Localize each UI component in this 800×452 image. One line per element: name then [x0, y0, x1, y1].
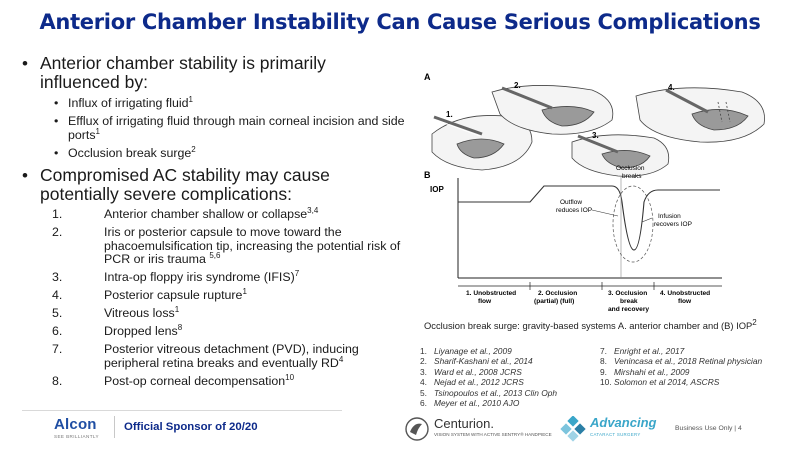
alcon-wordmark: Alcon [54, 416, 97, 433]
step-label: 3. [592, 131, 599, 140]
footer-divider [22, 410, 342, 411]
phase-2-label: 2. Occlusion [538, 290, 577, 297]
annotation-occlusion-breaks: Occlusion [616, 165, 645, 172]
eye-drawing-3 [571, 134, 670, 177]
step-label: 2. [514, 81, 521, 90]
centurion-icon [405, 417, 429, 441]
phase-2-label: (partial) (full) [534, 298, 574, 305]
reference-item: 10.Solomon et al 2014, ASCRS [600, 377, 720, 388]
references-right: 7.Enright et al., 2017 8.Venincasa et al… [600, 346, 762, 388]
reference-item: 6.Meyer et al., 2010 AJO [420, 398, 520, 409]
complication-item: 6.Dropped lens8 [52, 322, 183, 338]
complication-item: 8.Post-op corneal decompensation10 [52, 372, 295, 388]
factor-item: Efflux of irrigating fluid through main … [54, 114, 407, 142]
complication-item: 5.Vitreous loss1 [52, 304, 180, 320]
centurion-logo: Centurion. VISION SYSTEM WITH ACTIVE SEN… [404, 414, 554, 444]
advancing-wordmark: Advancing [590, 415, 657, 430]
centurion-tagline: VISION SYSTEM WITH ACTIVE SENTRY® HANDPI… [434, 432, 552, 437]
alcon-tagline: SEE BRILLIANTLY [54, 434, 99, 439]
annotation-infusion: recovers IOP [654, 221, 692, 228]
reference-item: 9.Mirshahi et al., 2009 [600, 366, 690, 377]
footer-separator [114, 416, 115, 438]
annotation-occlusion-breaks: breaks [622, 173, 642, 180]
phase-3-label: break [620, 298, 638, 305]
step-label: 1. [446, 110, 453, 119]
reference-item: 8.Venincasa et al., 2018 Retinal physici… [600, 356, 763, 367]
complication-item: 1.Anterior chamber shallow or collapse3,… [52, 205, 319, 221]
figure-caption: Occlusion break surge: gravity-based sys… [424, 317, 757, 331]
step-label: 4. [668, 83, 675, 92]
slide-title: Anterior Chamber Instability Can Cause S… [39, 10, 761, 34]
complication-item: 2.Iris or posterior capsule to move towa… [52, 225, 401, 266]
complication-item: 7.Posterior vitreous detachment (PVD), i… [52, 342, 359, 370]
advancing-logo: Advancing CATARACT SURGERY [560, 414, 670, 444]
bullet-ac-stability-text: Anterior chamber stability is primarily … [40, 53, 326, 92]
alcon-logo: Alcon SEE BRILLIANTLY [54, 416, 114, 439]
reference-item: 7.Enright et al., 2017 [600, 346, 685, 356]
ac-stability-factors: Influx of irrigating fluid1 Efflux of ir… [22, 95, 407, 160]
factor-item: Influx of irrigating fluid1 [54, 95, 407, 110]
annotation-outflow: reduces IOP [556, 207, 592, 214]
business-use-page-number: Business Use Only | 4 [675, 425, 742, 432]
bullet-complications-text: Compromised AC stability may cause poten… [40, 165, 330, 204]
phase-axis [458, 282, 722, 290]
phase-4-label: 4. Unobstructed [660, 290, 710, 297]
panel-a-label: A [424, 72, 431, 82]
reference-item: 5.Tsinopoulos et al., 2013 Clin Oph [420, 387, 558, 398]
complication-item: 3.Intra-op floppy iris syndrome (IFIS)7 [52, 268, 300, 284]
surge-ellipse [612, 185, 654, 263]
advancing-icon [560, 416, 586, 442]
reference-item: 4.Nejad et al., 2012 JCRS [420, 377, 524, 388]
advancing-tagline: CATARACT SURGERY [590, 432, 641, 437]
complications-list: 1.Anterior chamber shallow or collapse3,… [22, 205, 407, 388]
iop-chart-axes [457, 178, 722, 279]
phase-1-label: flow [478, 298, 492, 305]
main-bullets: Anterior chamber stability is primarily … [22, 54, 407, 393]
references-left: 1.Liyanage et al., 2009 2.Sharif-Kashani… [420, 346, 557, 408]
complication-item: 4.Posterior capsule rupture1 [52, 286, 247, 302]
phase-3-label: and recovery [608, 306, 649, 313]
bullet-ac-stability: Anterior chamber stability is primarily … [22, 54, 407, 92]
annotation-outflow: Outflow [560, 199, 582, 206]
iop-curve [458, 185, 720, 251]
occlusion-break-figure: A 1. 2. 3. 4. [424, 72, 765, 313]
eye-drawing-1 [431, 115, 533, 171]
eye-drawing-4 [635, 87, 765, 143]
centurion-wordmark: Centurion. [434, 416, 494, 431]
iop-axis-label: IOP [430, 185, 444, 194]
annotation-infusion: Infusion [658, 213, 681, 220]
reference-item: 3.Ward et al., 2008 JCRS [420, 366, 522, 377]
phase-4-label: flow [678, 298, 692, 305]
reference-item: 1.Liyanage et al., 2009 [420, 346, 512, 356]
phase-1-label: 1. Unobstructed [466, 290, 516, 297]
factor-item: Occlusion break surge2 [54, 145, 407, 160]
phase-3-label: 3. Occlusion [608, 290, 647, 297]
annotation-pointer [591, 209, 619, 217]
sponsor-text: Official Sponsor of 20/20 [124, 421, 258, 433]
panel-b-label: B [424, 170, 431, 180]
annotation-pointer [641, 217, 653, 223]
reference-item: 2.Sharif-Kashani et al., 2014 [420, 356, 533, 367]
eye-drawing-2 [491, 85, 614, 135]
bullet-complications: Compromised AC stability may cause poten… [22, 166, 407, 204]
